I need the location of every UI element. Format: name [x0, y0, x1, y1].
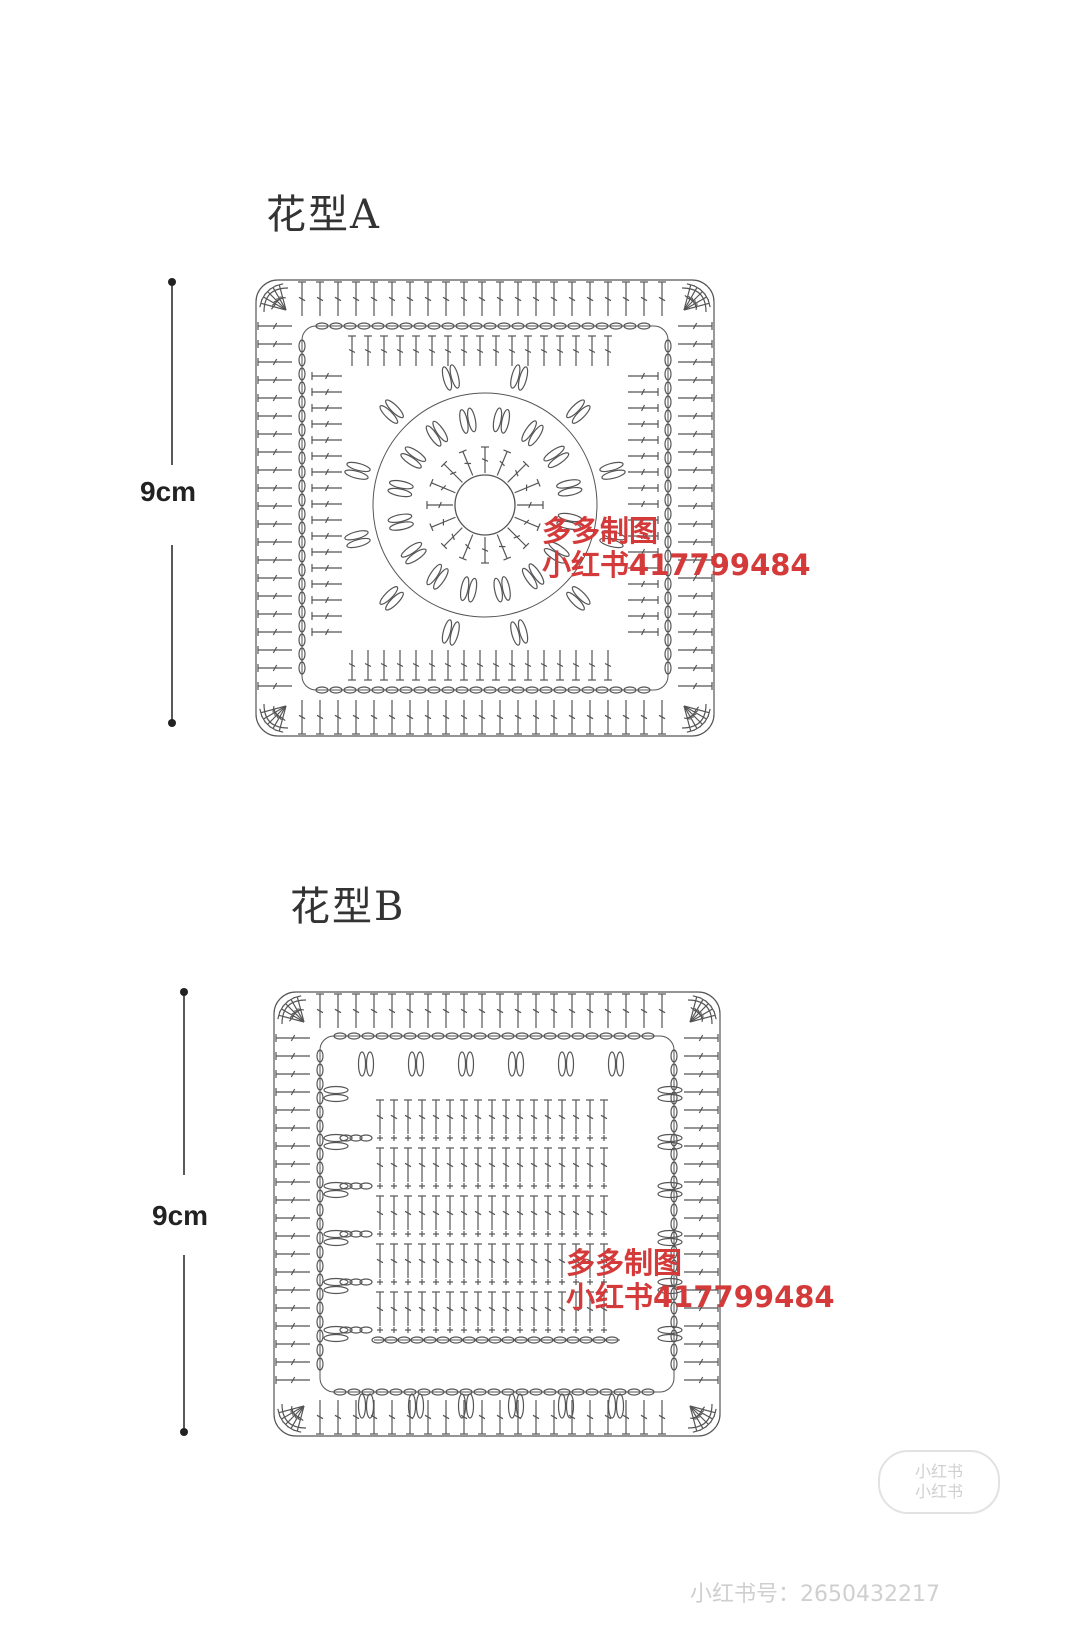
platform-logo-badge: 小红书 小红书: [878, 1450, 1000, 1514]
pattern-a-dimension-line: [168, 278, 176, 727]
account-id-footer: 小红书号：2650432217: [690, 1582, 940, 1607]
pattern-b-crochet-chart: [273, 991, 721, 1437]
pattern-a-dimension-label: 9cm: [140, 476, 197, 507]
pattern-a-crochet-chart: [255, 279, 715, 737]
pattern-b-dimension-label: 9cm: [152, 1200, 209, 1231]
pattern-a-watermark-line1: 多多制图: [542, 514, 659, 548]
pattern-b-watermark-line1: 多多制图: [566, 1246, 683, 1280]
pattern-b-watermark: 多多制图 小红书417799484: [566, 1246, 835, 1314]
platform-logo-line2: 小红书: [914, 1482, 963, 1501]
pattern-b-title: 花型B: [290, 884, 406, 930]
pattern-b-dimension-line: [180, 988, 188, 1436]
pattern-a-title: 花型A: [266, 192, 381, 238]
pattern-b-watermark-line2: 小红书417799484: [566, 1280, 835, 1314]
pattern-a-watermark: 多多制图 小红书417799484: [542, 514, 811, 582]
pattern-a-watermark-line2: 小红书417799484: [542, 548, 811, 582]
platform-logo-line1: 小红书: [914, 1462, 963, 1481]
